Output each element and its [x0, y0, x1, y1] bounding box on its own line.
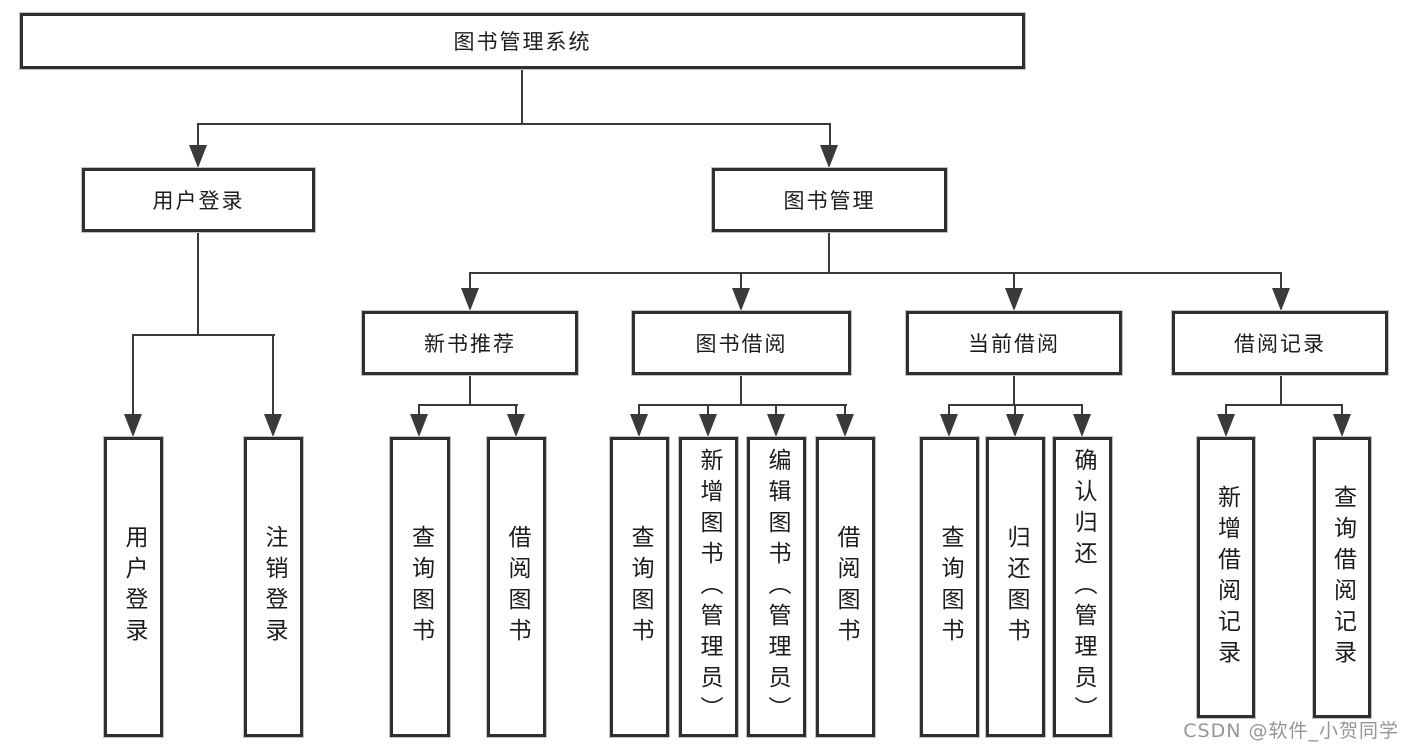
node-leaf-borrow-books: 借阅图书	[816, 437, 875, 737]
arrow-down-icon	[1217, 414, 1235, 437]
arrow-down-icon	[410, 414, 428, 437]
connector-new-book-rec-stem	[469, 375, 471, 406]
node-leaf-return-books: 归还图书	[986, 437, 1045, 737]
arrow-down-icon	[1333, 414, 1351, 437]
connector-drop-borrow-record	[1280, 272, 1282, 290]
connector-drop-book-management	[829, 123, 831, 151]
arrow-down-icon	[767, 414, 785, 437]
connector-drop-br-add	[1225, 404, 1227, 418]
connector-drop-current-borrow	[1013, 272, 1015, 290]
connector-drop-leaf-logout	[272, 334, 274, 416]
arrow-down-icon	[1272, 288, 1290, 311]
connector-drop-book-borrow	[740, 272, 742, 290]
arrow-down-icon	[699, 414, 717, 437]
connector-drop-bb-add	[707, 404, 709, 418]
arrow-down-icon	[820, 145, 838, 168]
connector-root-stem	[521, 69, 523, 125]
arrow-down-icon	[124, 414, 142, 437]
node-leaf-query-books-current: 查询图书	[920, 437, 979, 737]
connector-current-borrow-stem	[1013, 375, 1015, 406]
connector-user-login-hline	[132, 334, 275, 336]
connector-drop-cb-confirm	[1081, 404, 1083, 418]
connector-new-book-rec-hline	[418, 404, 518, 406]
node-borrowing-records: 借阅记录	[1172, 311, 1388, 375]
arrow-down-icon	[836, 414, 854, 437]
connector-drop-nbr-borrow	[515, 404, 517, 418]
arrow-down-icon	[940, 414, 958, 437]
arrow-down-icon	[1005, 288, 1023, 311]
connector-drop-bb-edit	[775, 404, 777, 418]
connector-user-login-stem	[197, 232, 199, 336]
node-leaf-query-books-borrowing: 查询图书	[610, 437, 669, 737]
connector-book-borrow-hline	[639, 404, 847, 406]
connector-drop-bb-query	[638, 404, 640, 418]
connector-book-management-stem	[828, 232, 830, 274]
connector-book-borrow-stem	[740, 375, 742, 406]
arrow-down-icon	[630, 414, 648, 437]
connector-drop-cb-return	[1014, 404, 1016, 418]
connector-drop-bb-borrow	[844, 404, 846, 418]
connector-drop-nbr-query	[418, 404, 420, 418]
connector-current-borrow-hline	[949, 404, 1083, 406]
node-leaf-add-books-admin: 新增图书（管理员）	[679, 437, 738, 737]
arrow-down-icon	[1006, 414, 1024, 437]
node-leaf-logout: 注销登录	[244, 437, 303, 737]
node-leaf-query-books-recommend: 查询图书	[390, 437, 450, 737]
node-book-management: 图书管理	[712, 168, 947, 232]
connector-borrow-record-stem	[1280, 375, 1282, 406]
node-user-login: 用户登录	[82, 168, 315, 232]
arrow-down-icon	[1073, 414, 1091, 437]
arrow-down-icon	[189, 145, 207, 168]
node-current-borrowing: 当前借阅	[906, 311, 1122, 375]
arrow-down-icon	[461, 288, 479, 311]
connector-drop-user-login	[197, 123, 199, 151]
arrow-down-icon	[507, 414, 525, 437]
watermark: CSDN @软件_小贺同学	[1183, 720, 1399, 742]
node-library-management-system: 图书管理系统	[20, 13, 1025, 69]
node-leaf-add-borrow-record: 新增借阅记录	[1197, 437, 1255, 718]
node-leaf-borrow-books-recommend: 借阅图书	[487, 437, 546, 737]
node-leaf-query-borrow-record: 查询借阅记录	[1313, 437, 1371, 718]
arrow-down-icon	[264, 414, 282, 437]
node-new-book-recommend: 新书推荐	[362, 311, 578, 375]
connector-drop-br-query	[1341, 404, 1343, 418]
node-leaf-user-login: 用户登录	[104, 437, 163, 737]
connector-drop-leaf-user-login	[132, 334, 134, 416]
node-leaf-edit-books-admin: 编辑图书（管理员）	[747, 437, 806, 737]
connector-drop-cb-query	[948, 404, 950, 418]
connector-level3-hline	[469, 272, 1282, 274]
connector-borrow-record-hline	[1225, 404, 1343, 406]
node-leaf-confirm-return-admin: 确认归还（管理员）	[1053, 437, 1112, 737]
arrow-down-icon	[732, 288, 750, 311]
connector-level2-hline	[197, 123, 831, 125]
node-book-borrowing: 图书借阅	[632, 311, 851, 375]
connector-drop-new-book-rec	[469, 272, 471, 290]
